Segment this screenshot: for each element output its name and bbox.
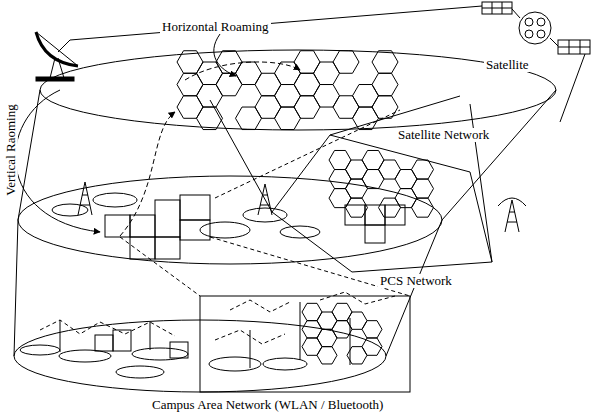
hexagon-cell (275, 85, 301, 108)
hexagon-cell (255, 96, 281, 119)
hexagon-cell (317, 347, 337, 364)
hexagon-cell (333, 51, 359, 74)
pcs-layer (18, 176, 442, 264)
hexagon-cell (197, 107, 223, 130)
hexagon-cell (236, 62, 262, 85)
region-label: Satellite (484, 58, 531, 72)
hexagon-cell (362, 338, 382, 355)
hexagon-cell (412, 198, 434, 217)
hexagon-cell (255, 73, 281, 96)
hexagon-cell (216, 51, 242, 74)
campus-inset (200, 296, 410, 392)
hexagon-cell (353, 107, 379, 130)
hexagon-cells (177, 51, 434, 364)
hexagon-cell (236, 107, 262, 130)
hexagon-cell (294, 73, 320, 96)
hexagon-cell (275, 62, 301, 85)
hexagon-cell (197, 62, 223, 85)
hexagon-cell (197, 85, 223, 108)
hexagon-cell (294, 96, 320, 119)
hexagon-cell (412, 160, 434, 179)
hexagon-cell (372, 51, 398, 74)
satellite-icon (482, 2, 590, 54)
pcs-cells (52, 193, 320, 259)
hexagon-cell (177, 96, 203, 119)
hexagon-cell (177, 73, 203, 96)
hexagon-cell (294, 51, 320, 74)
campus-cells (20, 302, 350, 378)
horizontal-roaming-arrow (214, 34, 236, 76)
hexagon-cell (412, 179, 434, 198)
hexagon-cell (275, 107, 301, 130)
region-label: Vertical Raoming (4, 102, 18, 197)
region-label: PCS Network (378, 274, 454, 288)
tower (78, 182, 272, 215)
hexagon-cell (177, 51, 203, 74)
hexagon-cell (314, 62, 340, 85)
hexagon-cell (353, 85, 379, 108)
hexagon-cell (314, 85, 340, 108)
projection-lines (120, 110, 410, 344)
region-label: Horizontal Roaming (160, 20, 271, 34)
satellite-layer (40, 50, 556, 130)
hexagon-cell (362, 321, 382, 338)
vertical-roaming-arrow (15, 90, 100, 232)
tower (498, 198, 526, 232)
hexagon-cell (216, 73, 242, 96)
hexagon-cell (346, 198, 368, 217)
inset-squares (345, 205, 405, 243)
region-label: Satellite Network (396, 128, 491, 142)
hexagon-cell (372, 73, 398, 96)
hexagon-cell (372, 96, 398, 119)
dish-antenna (36, 32, 78, 81)
hexagon-cell (333, 96, 359, 119)
region-label: Campus Area Network (WLAN / Bluetooth) (150, 398, 385, 412)
